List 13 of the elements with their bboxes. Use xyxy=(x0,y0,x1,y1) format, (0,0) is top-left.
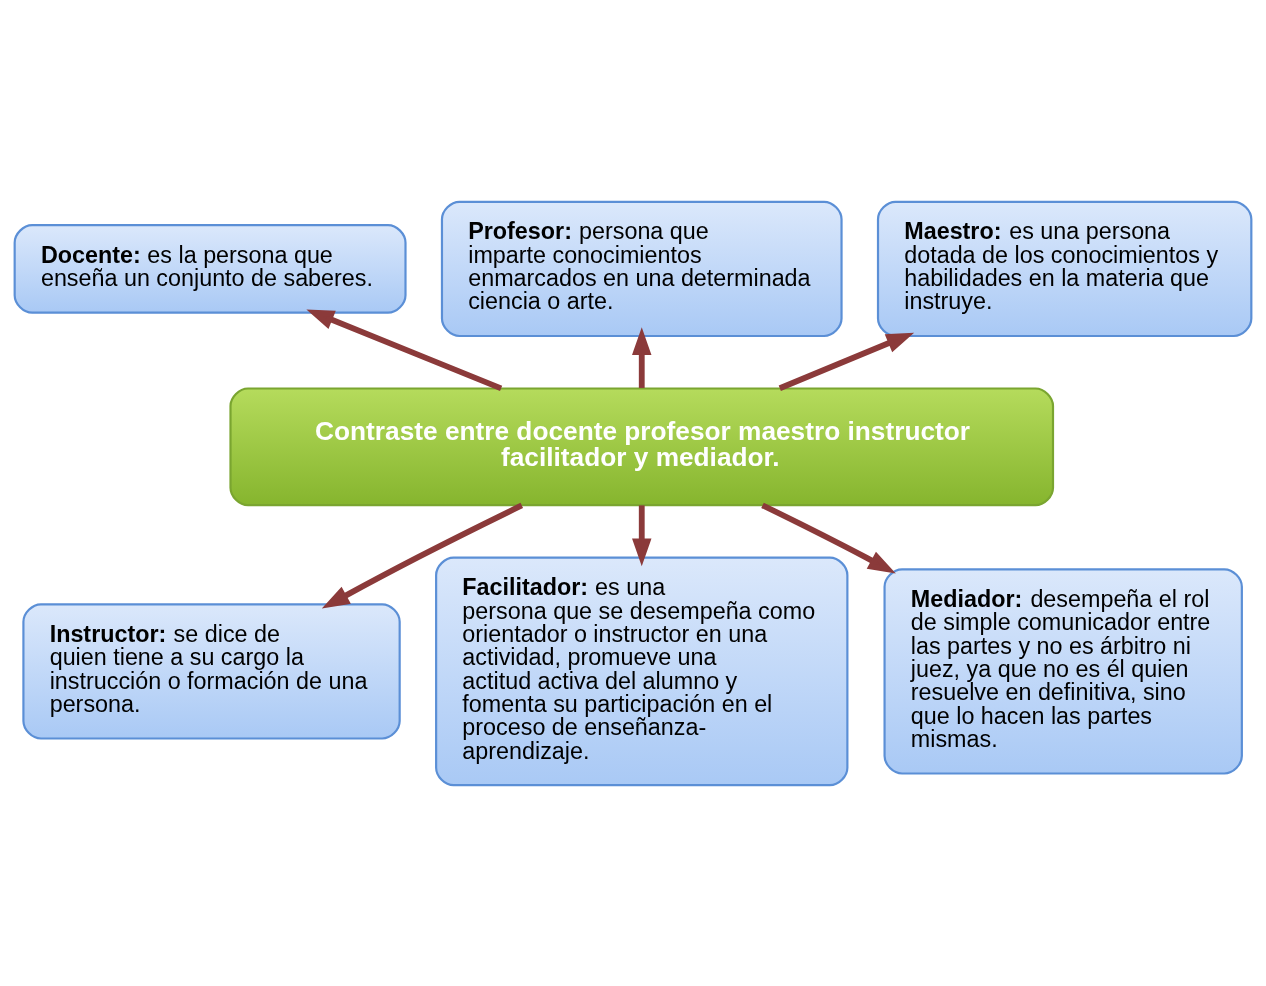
arrow xyxy=(632,326,652,388)
arrow xyxy=(321,502,524,608)
node-box: Docente: es la persona que enseña un conjunto de saberes. xyxy=(13,223,407,314)
node-box: Contraste entre docente profesor maestro instructor facilitador y mediador. xyxy=(229,386,1055,506)
node-box: Profesor: persona que imparte conocimientos enmarcados en una determinada ciencia o arte. xyxy=(440,200,843,337)
arrow xyxy=(761,502,896,573)
node-box: Mediador: desempeña el rol de simple comunicador entre las partes y no es árbitro ni juez, ya que no es él quien resuelve en definitiva, sino que lo hacen las partes mismas. xyxy=(883,567,1243,775)
arrow xyxy=(306,308,503,391)
node-box: Facilitador: es una persona que se desempeña como orientador o instructor en una actividad, promueve una actitud activa del alumno y fomenta su participación en el proceso de enseñanza-aprendizaje. xyxy=(435,556,849,786)
arrow xyxy=(778,332,915,391)
arrow xyxy=(632,504,652,566)
node-box: Instructor: se dice de quien tiene a su cargo la instrucción o formación de una persona. xyxy=(22,602,401,740)
node-box: Maestro: es una persona dotada de los conocimientos y habilidades en la materia que instruye. xyxy=(876,200,1253,337)
